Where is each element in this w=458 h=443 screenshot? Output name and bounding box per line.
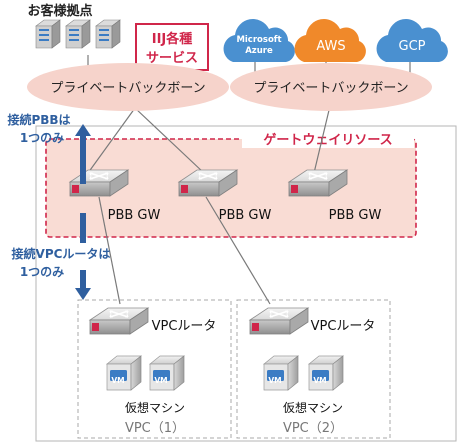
- vpc-down-arrow: [75, 270, 91, 300]
- azure-label-1: Microsoft: [236, 35, 281, 45]
- private-backbone-left-label: プライベートバックボーン: [50, 81, 205, 96]
- aws-label: AWS: [316, 39, 345, 54]
- vm-badge: VM: [313, 376, 326, 385]
- vm-badge: VM: [111, 376, 124, 385]
- customer-sites-label: お客様拠点: [27, 3, 92, 19]
- iij-services-label-2: サービス: [146, 50, 198, 66]
- pbb-note-line-1: 接続PBBは: [7, 112, 70, 127]
- pbb-gw-3-label: PBB GW: [329, 208, 382, 223]
- vpc-arrow-shaft: [80, 213, 86, 243]
- vpc-router-2-label: VPCルータ: [311, 319, 376, 334]
- vpc-router-1-label: VPCルータ: [152, 319, 217, 334]
- vpc-note-line-1: 接続VPCルータは: [12, 246, 111, 261]
- pbb-gw-2-label: PBB GW: [219, 208, 272, 223]
- pbb-up-arrow: [75, 124, 91, 184]
- connection-lines: [87, 55, 411, 305]
- private-backbone-right-label: プライベートバックボーン: [253, 81, 408, 96]
- platform-frame: [35, 125, 457, 442]
- server-icon: [65, 19, 91, 49]
- gateway-resource-label: ゲートウェイリソース: [263, 132, 392, 148]
- private-backbone-right: [230, 63, 432, 111]
- server-icon: [35, 19, 61, 49]
- iij-services-label-1: IIJ各種: [152, 31, 193, 47]
- pbb-gw-1-label: PBB GW: [108, 208, 161, 223]
- virtual-machine-2-label: 仮想マシン: [283, 400, 343, 415]
- vpc-note-line-2: 1つのみ: [20, 265, 64, 279]
- vpc-1-label: VPC（1）: [125, 421, 185, 436]
- vm-badge: VM: [154, 376, 167, 385]
- gcp-label: GCP: [399, 39, 426, 54]
- gcp-cloud-icon: [376, 19, 448, 62]
- iij-services-box: [135, 23, 209, 71]
- vpc-2-label: VPC（2）: [283, 421, 343, 436]
- azure-cloud-icon: [223, 19, 295, 62]
- aws-cloud-icon: [294, 19, 366, 62]
- vm-badge: VM: [268, 376, 281, 385]
- virtual-machine-1-label: 仮想マシン: [125, 400, 185, 415]
- azure-label-2: Azure: [245, 46, 273, 56]
- private-backbone-left: [27, 63, 229, 111]
- server-icon: [95, 19, 121, 49]
- pbb-note-line-2: 1つのみ: [20, 131, 64, 145]
